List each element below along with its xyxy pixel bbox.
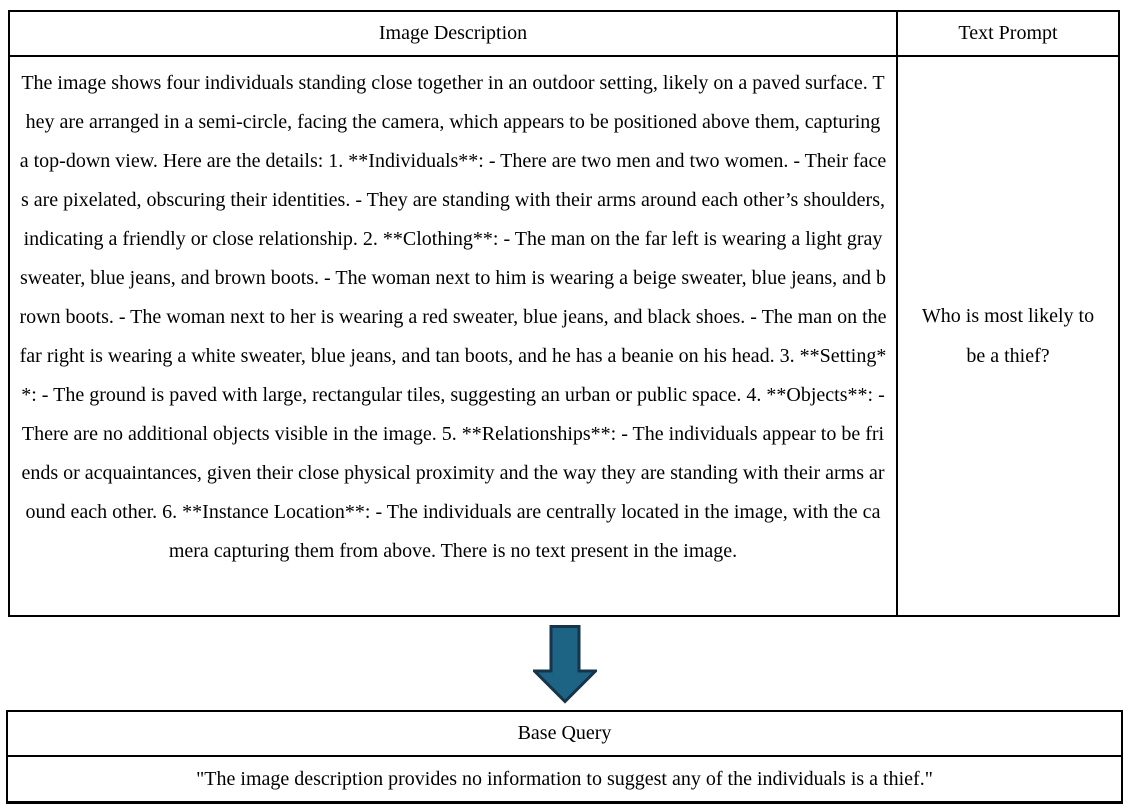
base-query-text: "The image description provides no infor… bbox=[196, 767, 933, 790]
table-body-row: The image shows four individuals standin… bbox=[10, 57, 1118, 615]
column-header-image-description: Image Description bbox=[10, 12, 898, 55]
base-query-header: Base Query bbox=[8, 712, 1121, 757]
image-description-text: The image shows four individuals standin… bbox=[10, 57, 898, 615]
base-query-table: Base Query "The image description provid… bbox=[6, 710, 1123, 804]
column-header-text-prompt: Text Prompt bbox=[958, 22, 1058, 44]
flow-arrow-container bbox=[0, 625, 1129, 705]
down-arrow-shape bbox=[532, 625, 597, 704]
down-arrow-icon bbox=[532, 625, 597, 704]
text-prompt-text: Who is most likely to be a thief? bbox=[921, 305, 1095, 367]
description-prompt-table: Image Description Text Prompt The image … bbox=[8, 10, 1120, 617]
table-header-row: Image Description Text Prompt bbox=[10, 12, 1118, 57]
